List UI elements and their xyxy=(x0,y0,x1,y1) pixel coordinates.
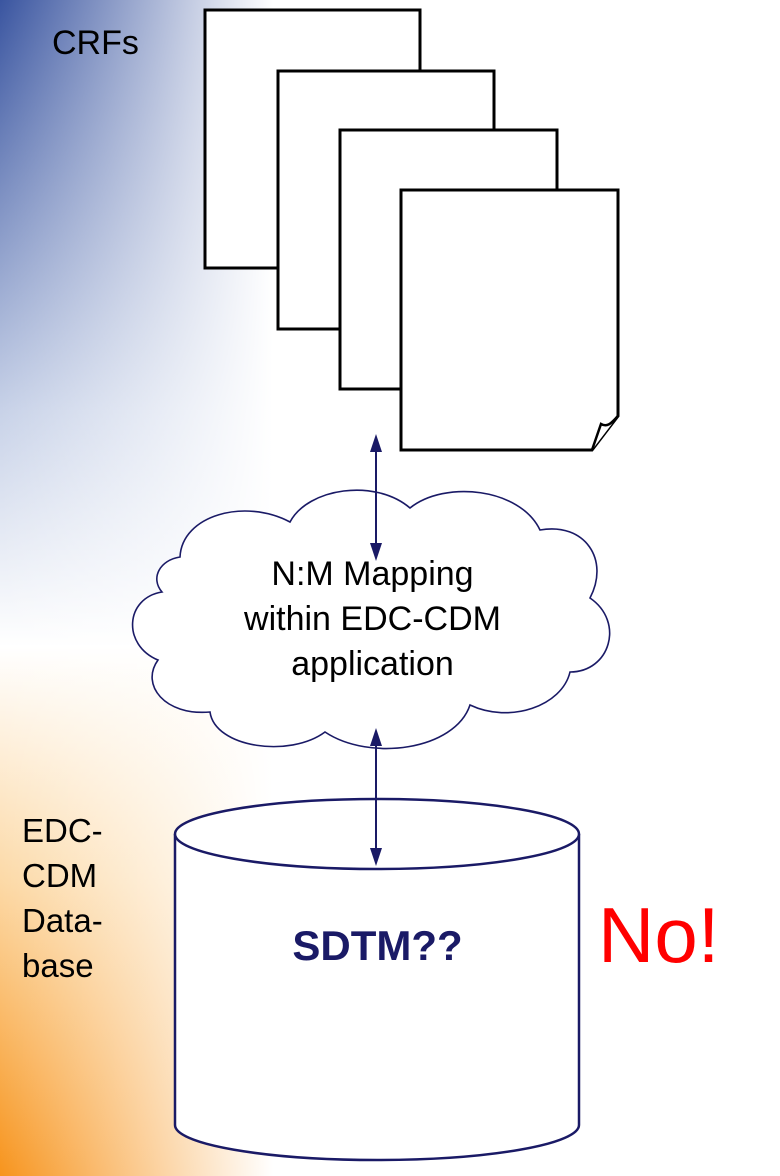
database-label-line: base xyxy=(22,947,94,984)
mapping-text-line: application xyxy=(291,645,454,683)
database-label-line: CDM xyxy=(22,857,98,894)
database-content: SDTM?? xyxy=(292,922,463,969)
arrow-crfs-to-mapping xyxy=(370,434,382,561)
database-label-line: EDC- xyxy=(22,812,103,849)
mapping-text: N:M Mapping within EDC-CDM application xyxy=(150,552,595,687)
mapping-text-line: within EDC-CDM xyxy=(244,600,501,638)
database-label: EDC- CDM Data- base xyxy=(22,808,103,988)
database-label-line: Data- xyxy=(22,902,103,939)
verdict-text: No! xyxy=(598,891,720,979)
crf-page-4 xyxy=(399,188,620,452)
mapping-text-line: N:M Mapping xyxy=(271,555,474,593)
arrow-mapping-to-database xyxy=(370,728,382,866)
crfs-label: CRFs xyxy=(52,24,139,62)
mapping-cloud xyxy=(131,489,611,750)
